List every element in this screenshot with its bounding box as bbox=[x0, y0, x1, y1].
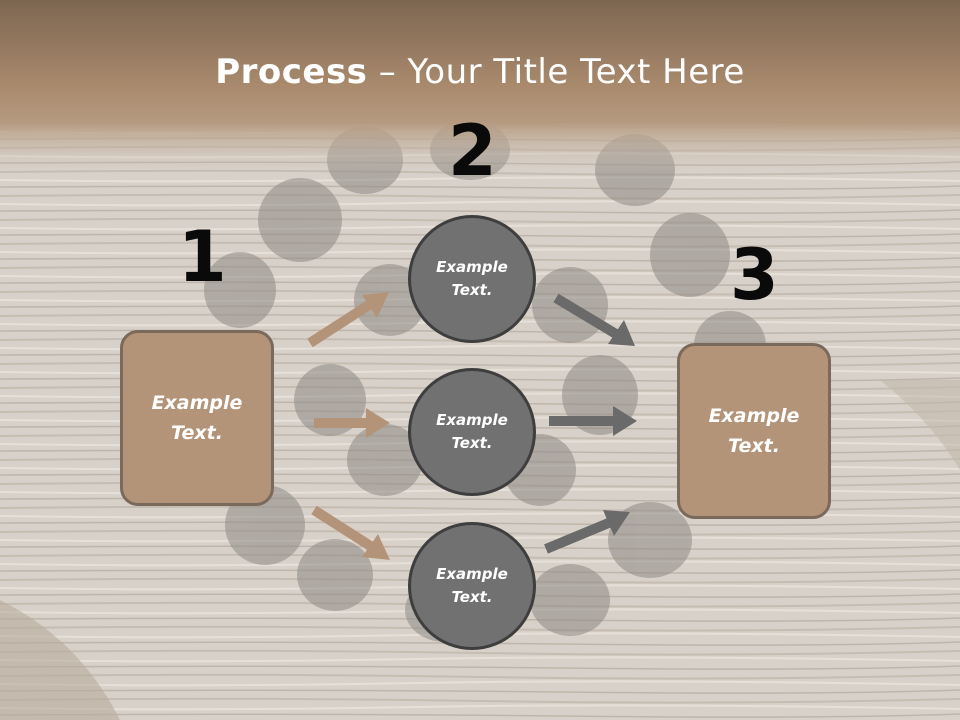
circle-middle-text: Example Text. bbox=[436, 411, 508, 452]
circle-top-text: Example Text. bbox=[436, 258, 508, 299]
arrow-left-to-middle bbox=[314, 408, 390, 438]
right-box: Example Text. bbox=[677, 343, 831, 519]
step-number-3: 3 bbox=[730, 234, 779, 316]
circle-bottom-text: Example Text. bbox=[436, 565, 508, 606]
arrow-left-to-bottom bbox=[311, 505, 390, 560]
arrows-tan bbox=[307, 292, 390, 560]
left-box: Example Text. bbox=[120, 330, 274, 506]
arrow-middle-to-right bbox=[549, 406, 637, 436]
title-rest: – Your Title Text Here bbox=[367, 52, 745, 92]
step-number-2: 2 bbox=[448, 110, 497, 192]
circle-top: Example Text. bbox=[408, 215, 536, 343]
arrow-left-to-top bbox=[307, 292, 389, 348]
right-box-text: Example Text. bbox=[708, 405, 800, 457]
step-number-1: 1 bbox=[178, 216, 227, 298]
slide-title: Process – Your Title Text Here bbox=[0, 52, 960, 92]
arrows-gray bbox=[544, 293, 637, 554]
circle-bottom: Example Text. bbox=[408, 522, 536, 650]
left-box-text: Example Text. bbox=[151, 392, 243, 444]
circle-middle: Example Text. bbox=[408, 368, 536, 496]
title-bold: Process bbox=[215, 52, 368, 92]
arrow-bottom-to-right bbox=[544, 510, 630, 554]
arrow-top-to-right bbox=[553, 293, 635, 346]
